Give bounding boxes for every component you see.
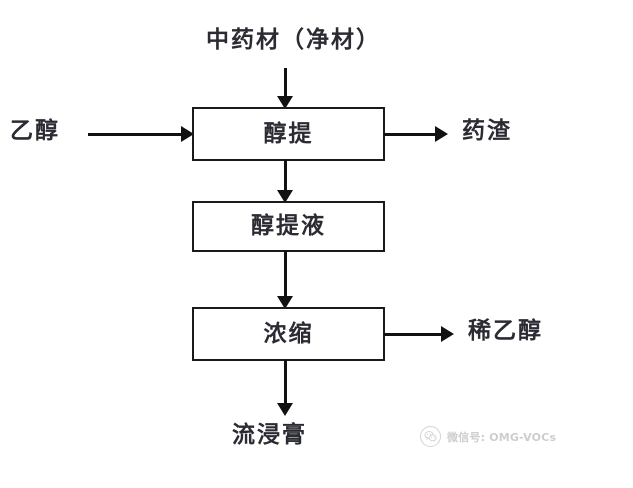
arrow-head bbox=[181, 126, 194, 142]
arrow-shaft bbox=[283, 251, 287, 298]
node-label-ethanol: 乙醇 bbox=[10, 118, 60, 144]
arrow-head bbox=[277, 190, 293, 203]
arrow-shaft bbox=[384, 132, 437, 136]
watermark: 微信号: OMG-VOCs bbox=[420, 426, 556, 447]
arrow-shaft bbox=[283, 160, 287, 192]
arrow-extraction-to-extract-liquid bbox=[277, 160, 293, 203]
node-label-fluid-extract: 流浸膏 bbox=[232, 422, 307, 448]
arrow-shaft bbox=[283, 360, 287, 405]
arrow-shaft bbox=[283, 68, 287, 98]
arrow-concentration-to-dilute-ethanol bbox=[384, 326, 454, 342]
wechat-icon bbox=[420, 426, 441, 447]
process-box-alcohol-extraction: 醇提 bbox=[192, 107, 385, 161]
arrow-shaft bbox=[384, 332, 443, 336]
arrow-material-to-extraction bbox=[277, 68, 293, 109]
process-box-label: 浓缩 bbox=[263, 320, 314, 347]
node-label-dilute-ethanol: 稀乙醇 bbox=[468, 318, 543, 344]
arrow-extraction-to-residue bbox=[384, 126, 448, 142]
node-label-herb-residue: 药渣 bbox=[462, 118, 512, 144]
process-box-label: 醇提 bbox=[263, 120, 314, 147]
arrow-extract-liquid-to-concentration bbox=[277, 251, 293, 309]
process-box-concentration: 浓缩 bbox=[192, 307, 385, 361]
arrow-shaft bbox=[88, 132, 183, 136]
process-box-label: 醇提液 bbox=[251, 213, 326, 239]
arrow-concentration-to-fluid-extract bbox=[277, 360, 293, 416]
arrow-head bbox=[277, 96, 293, 109]
arrow-head bbox=[277, 296, 293, 309]
process-box-extract-liquid: 醇提液 bbox=[192, 201, 385, 252]
watermark-text: 微信号: OMG-VOCs bbox=[447, 430, 557, 444]
arrow-head bbox=[277, 403, 293, 416]
arrow-head bbox=[435, 126, 448, 142]
node-label-raw-material: 中药材（净材） bbox=[206, 27, 381, 53]
arrow-head bbox=[441, 326, 454, 342]
arrow-ethanol-to-extraction bbox=[88, 126, 194, 142]
